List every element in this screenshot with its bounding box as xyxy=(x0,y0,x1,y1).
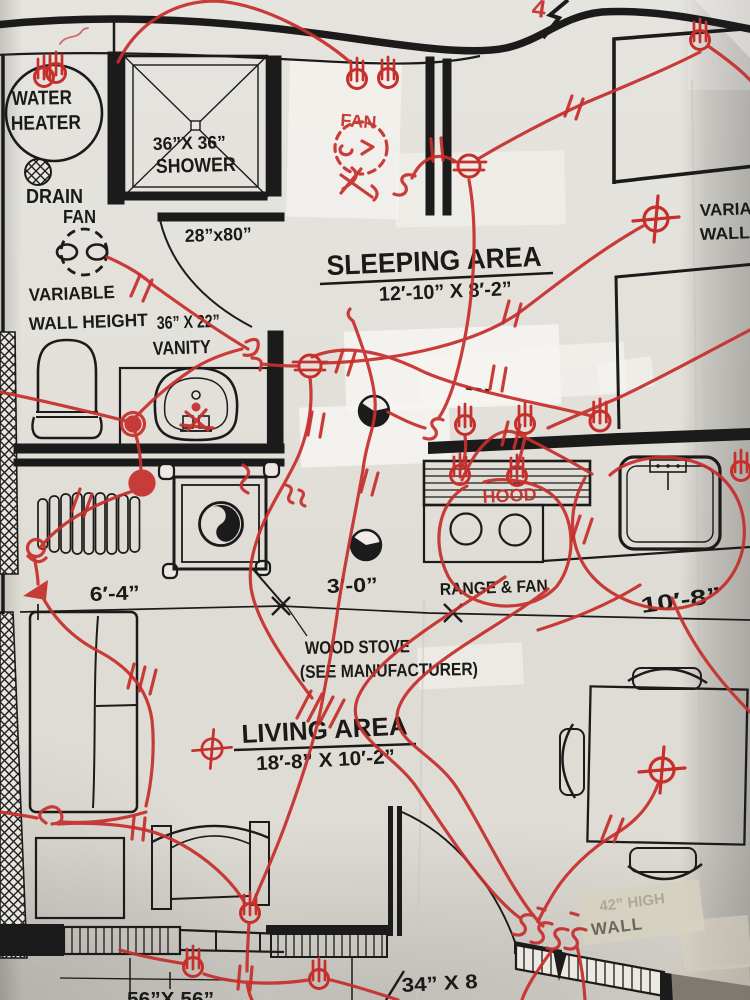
svg-text:FAN: FAN xyxy=(340,110,377,132)
svg-text:VARIABLE: VARIABLE xyxy=(28,282,115,305)
svg-text:3′-0”: 3′-0” xyxy=(326,574,378,598)
svg-text:HOOD: HOOD xyxy=(482,484,537,507)
svg-text:WALL: WALL xyxy=(699,223,750,244)
svg-text:36” X 22”: 36” X 22” xyxy=(156,311,220,333)
svg-text:FAN: FAN xyxy=(63,207,96,227)
svg-text:WATER: WATER xyxy=(12,87,73,110)
svg-text:28”x80”: 28”x80” xyxy=(184,224,252,246)
svg-text:(SEE MANUFACTURER): (SEE MANUFACTURER) xyxy=(300,659,478,682)
svg-text:VANITY: VANITY xyxy=(152,337,211,360)
svg-text:6′-4”: 6′-4” xyxy=(89,582,140,606)
svg-text:SHOWER: SHOWER xyxy=(156,154,237,178)
svg-text:HEATER: HEATER xyxy=(11,112,82,135)
svg-text:34” X 8: 34” X 8 xyxy=(401,971,478,997)
svg-text:36”X 36”: 36”X 36” xyxy=(153,132,226,154)
svg-text:WALL HEIGHT: WALL HEIGHT xyxy=(28,310,148,334)
svg-text:VARIA: VARIA xyxy=(699,199,750,220)
svg-text:DRAIN: DRAIN xyxy=(26,186,83,208)
svg-text:56”X 56”: 56”X 56” xyxy=(127,989,214,1000)
svg-text:4: 4 xyxy=(530,0,548,24)
